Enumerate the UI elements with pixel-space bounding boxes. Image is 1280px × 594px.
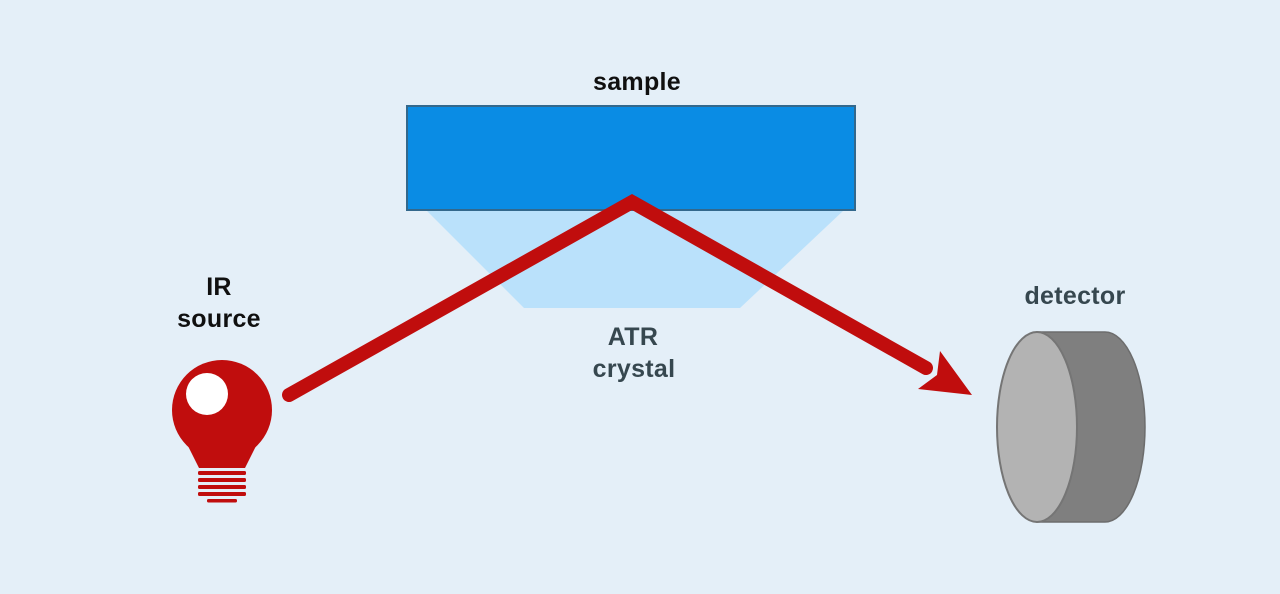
- atr-crystal-shape: [427, 211, 843, 308]
- atr-crystal-label-line2: crystal: [593, 355, 676, 383]
- ir-source-label-line2: source: [177, 305, 261, 333]
- sample-block: [406, 105, 856, 211]
- ir-beam-arrowhead-icon: [918, 351, 972, 395]
- ir-source-bulb-icon: [172, 360, 272, 503]
- atr-crystal-label-line1: ATR: [608, 323, 658, 351]
- detector-label: detector: [1024, 282, 1125, 310]
- detector-cylinder: [996, 331, 1146, 523]
- bulb-highlight: [186, 373, 228, 415]
- ir-beam: [282, 193, 933, 402]
- bulb-thread-stripes: [198, 471, 246, 503]
- ir-source-label-line1: IR: [206, 273, 232, 301]
- bulb-neck: [186, 442, 258, 468]
- sample-label: sample: [593, 68, 681, 96]
- detector-face: [996, 331, 1078, 523]
